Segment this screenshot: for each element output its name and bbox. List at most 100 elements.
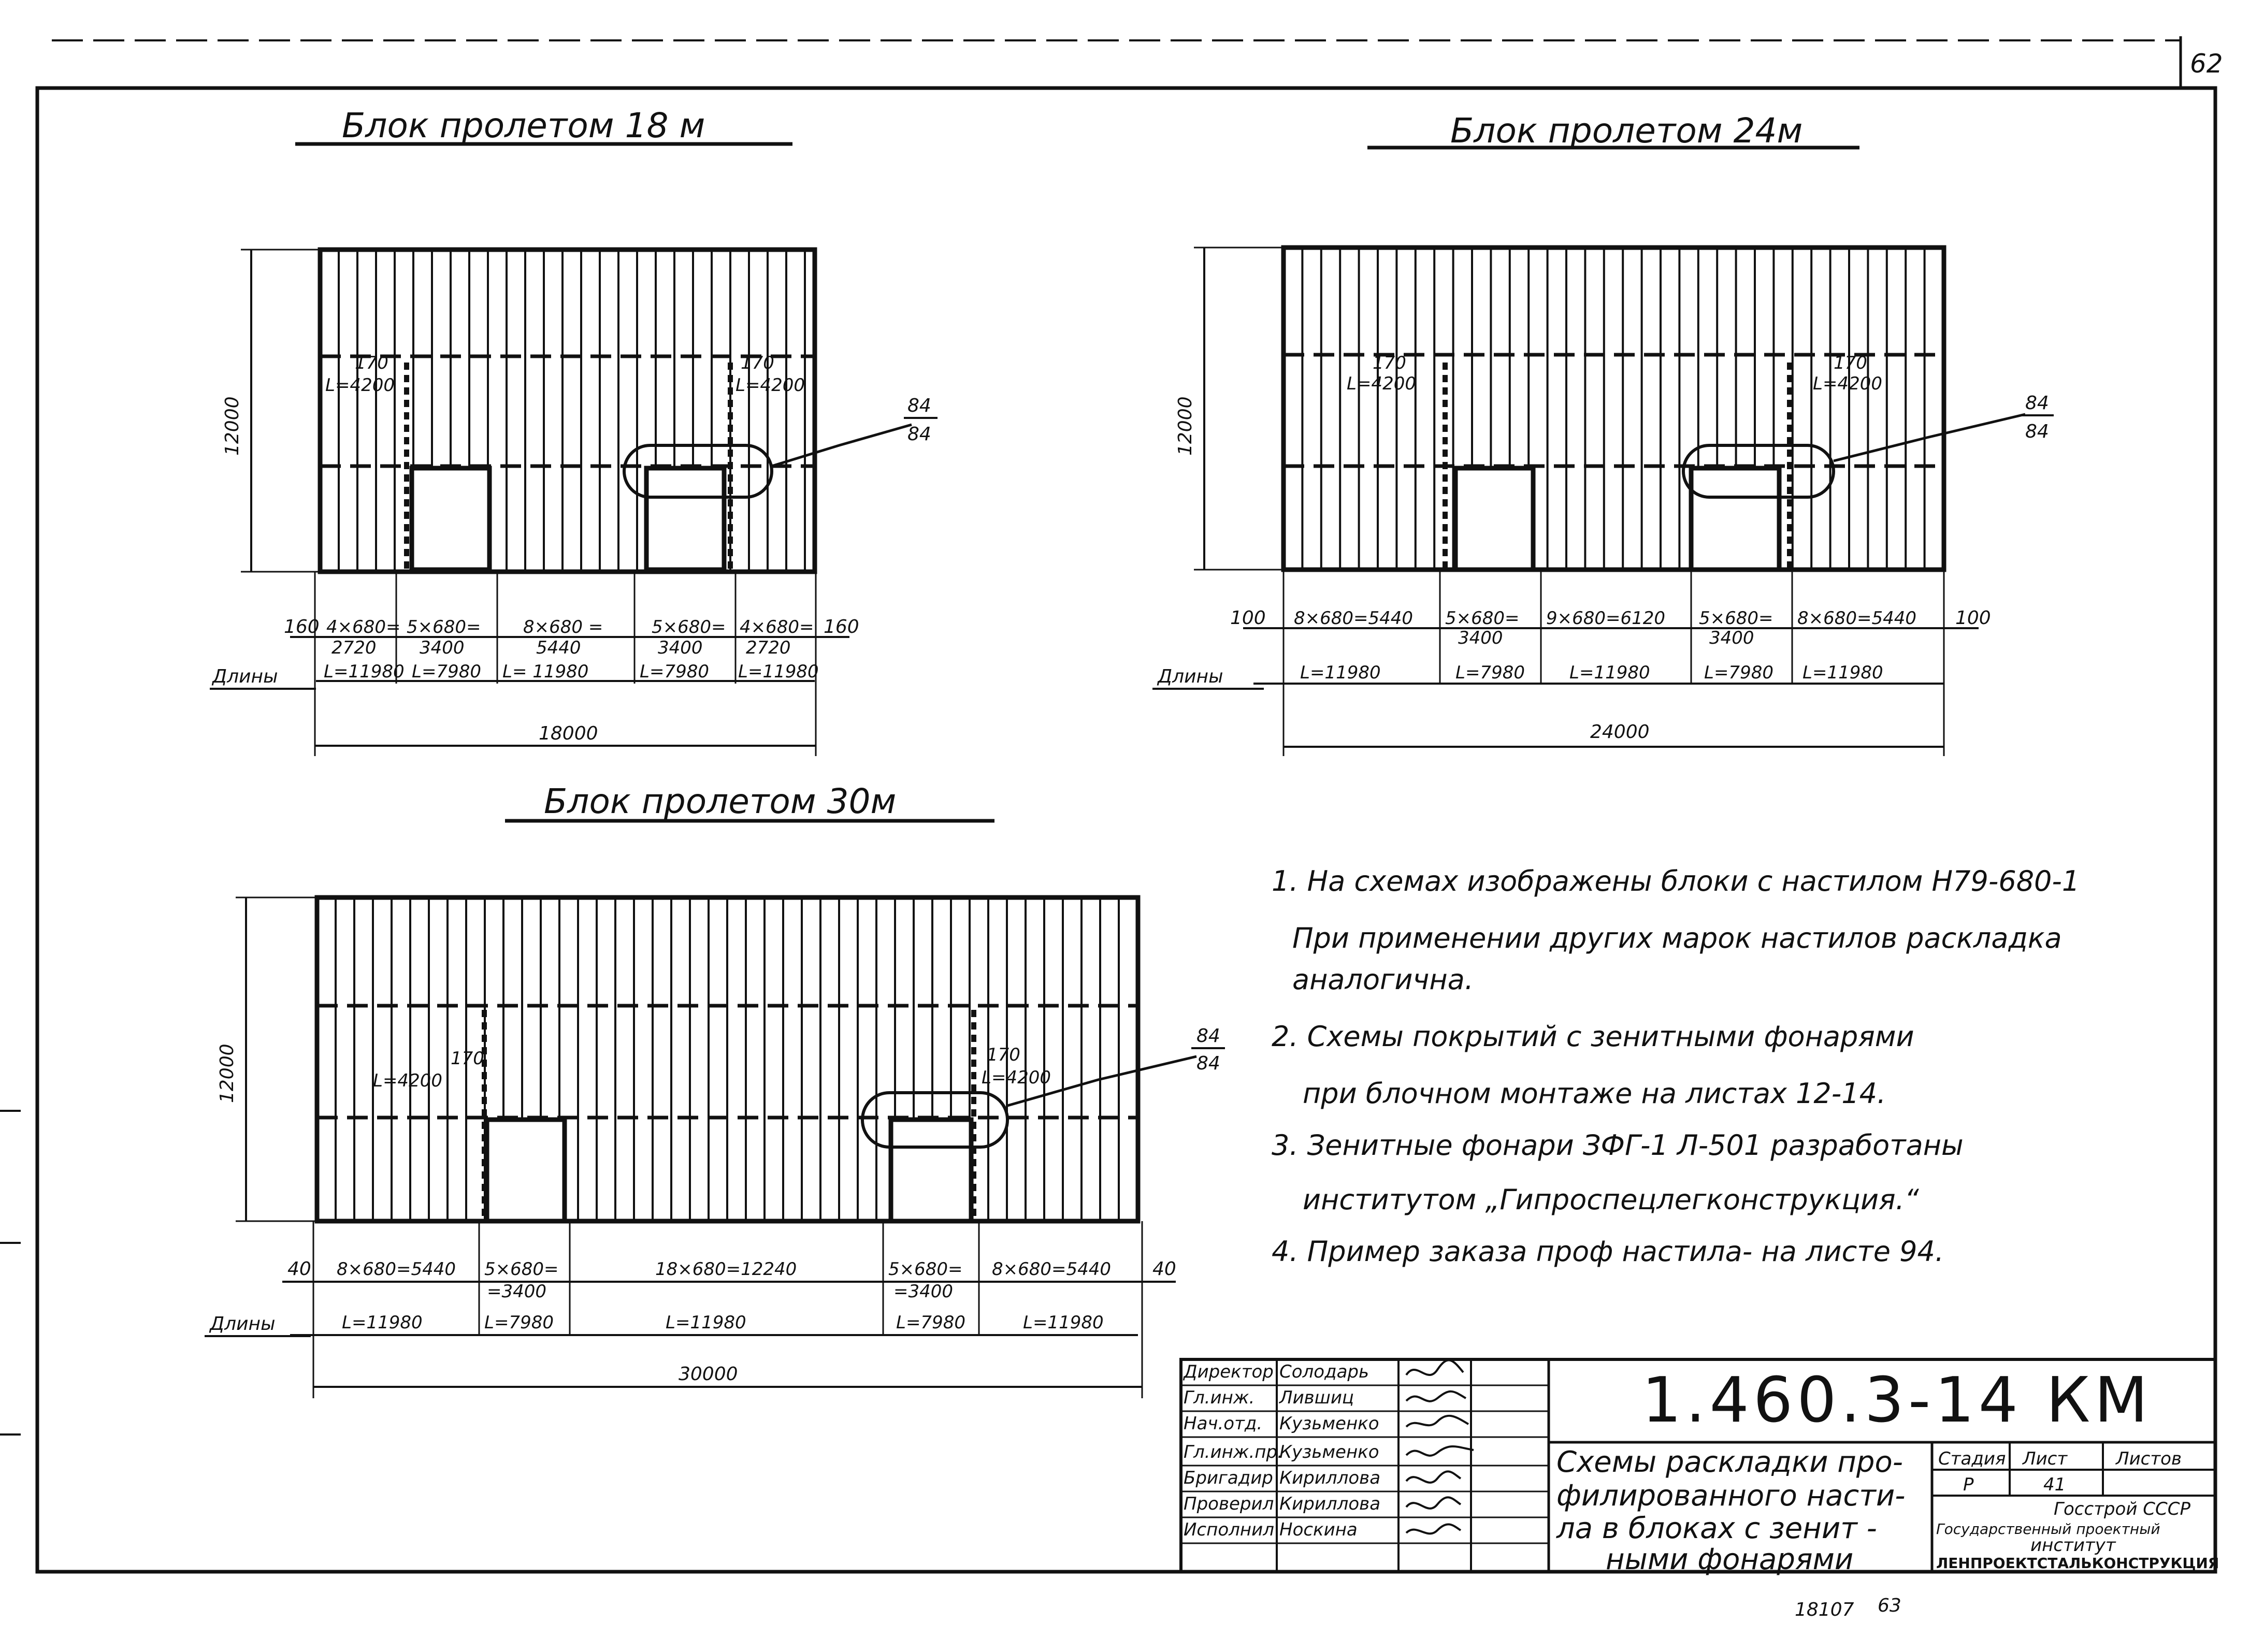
block-30m-total: 30000 [679,1364,738,1385]
block-24m-seg-2-top: 5×680= [1445,608,1520,629]
block-24m-title: Блок пролетом 24м [1450,111,1802,151]
block-24m-length-1: L=11980 [1300,662,1381,683]
block-18m-height: 12000 [222,396,243,456]
block-18m-title: Блок пролетом 18 м [342,106,705,146]
block-24m-outline [1281,245,1946,572]
block-30m-callout-ellipse [861,1091,1009,1149]
block-18m-total: 18000 [539,723,598,744]
block-18m-lengths-label: Длины [211,666,278,687]
block-30m-seg-4-bottom: =3400 [893,1281,953,1302]
block-18m-seg-2-bottom: 3400 [420,637,465,658]
description-line-2: филированного насти- [1556,1479,1906,1513]
block-18m-opening-left-label: 170 [355,353,388,373]
block-30m-seg-3-top: 18×680=12240 [655,1259,797,1280]
block-18m-seg-2-top: 5×680= [407,617,481,637]
block-18m-length-4: L=7980 [640,661,709,682]
block-18m-opening-left-sub: L=4200 [325,375,395,396]
block-24m-total: 24000 [1590,721,1650,743]
block-18m-length-3: L= 11980 [502,661,588,682]
signature-6 [1405,1496,1462,1510]
block-30m-length-1: L=11980 [342,1312,423,1333]
signature-5 [1405,1470,1462,1484]
block-18m-skylight-left [409,466,492,572]
block-18m-seg-1-bottom: 2720 [331,637,377,658]
block-18m-length-1: L=11980 [324,661,405,682]
block-24m-seg-2-bottom: 3400 [1458,628,1503,648]
signature-1 [1405,1359,1464,1376]
block-30m-skylight-left [484,1117,567,1224]
block-24m-callout-ellipse [1682,444,1835,499]
signature-3 [1405,1414,1469,1428]
note-line-4: 2. Схемы покрытий с зенитными фонарями [1272,1020,1914,1053]
org-line-4: ЛЕНПРОЕКТСТАЛЬКОНСТРУКЦИЯ [1936,1555,2219,1572]
name-3: Кузьменко [1279,1413,1379,1434]
signature-4 [1405,1445,1474,1457]
note-line-6: 3. Зенитные фонари ЗФГ-1 Л-501 разработа… [1272,1129,1964,1162]
block-18m-skylight-right [644,466,727,572]
name-4: Кузьменко [1279,1442,1379,1462]
name-6: Кириллова [1279,1494,1380,1514]
block-18m-length-2: L=7980 [412,661,481,682]
block-18m-outline [318,247,817,574]
role-6: Проверил [1184,1494,1274,1514]
description-line-1: Схемы раскладки про- [1556,1445,1903,1479]
block-24m-panels [1301,248,1926,570]
block-30m-callout-top: 84 [1196,1025,1220,1047]
block-30m-panels [335,897,1120,1221]
block-30m-lengths-label: Длины [209,1313,276,1335]
block-24m-opening-right-sub: L=4200 [1813,373,1882,394]
block-18m-seg-3-top: 8×680 = [523,617,603,637]
sheets-header: Листов [2115,1448,2182,1469]
block-18m-opening-right-sub: L=4200 [736,375,805,396]
block-30m-length-4: L=7980 [896,1312,965,1333]
block-30m-seg-1-top: 8×680=5440 [337,1259,456,1280]
sheet-value: 41 [2043,1474,2066,1495]
signature-7 [1405,1523,1462,1535]
block-18m: Блок пролетом 18 м 84 84 170 L=4200 170 … [210,106,938,756]
block-30m-length-2: L=7980 [484,1312,554,1333]
role-1: Директор [1183,1361,1274,1382]
block-30m-callout-bottom: 84 [1196,1053,1220,1074]
block-30m-seg-2-bottom: =3400 [487,1281,546,1302]
block-18m-opening-right-label: 170 [741,353,774,373]
block-24m-opening-right-label: 170 [1834,353,1867,373]
name-1: Солодарь [1279,1361,1369,1382]
sheet-number: 62 [2190,49,2223,79]
block-24m-edge-left: 100 [1230,607,1266,629]
note-line-7: институтом „Гипроспецлегконструкция.“ [1303,1183,1920,1216]
block-30m-length-3: L=11980 [666,1312,746,1333]
block-24m-seg-4-bottom: 3400 [1709,628,1754,648]
block-24m-height: 12000 [1175,396,1196,456]
role-4: Гл.инж.пр. [1184,1442,1283,1462]
role-5: Бригадир [1184,1468,1273,1488]
block-24m-seg-3-top: 9×680=6120 [1546,608,1665,629]
block-18m-panels [338,250,806,572]
block-24m-length-4: L=7980 [1704,662,1773,683]
block-18m-callout-bottom: 84 [907,424,931,445]
block-24m: Блок пролетом 24м 84 84 170 L=4200 170 L… [1152,111,2054,756]
block-24m-edge-right: 100 [1955,607,1991,629]
block-24m-callout-top: 84 [2025,393,2049,414]
org-line-3: институт [2030,1535,2116,1556]
block-30m-skylight-right [888,1117,974,1224]
title-block: Директор Гл.инж. Нач.отд. Гл.инж.пр. Бри… [1179,1358,2219,1576]
block-30m-seg-4-top: 5×680= [888,1259,963,1280]
block-18m-callout-leader [771,423,912,468]
block-24m-callout-leader [1833,413,2026,462]
role-7: Исполнил [1184,1519,1274,1540]
footer-page: 63 [1878,1595,1901,1616]
block-30m-opening-right-sub: L=4200 [982,1067,1051,1088]
block-24m-seg-4-top: 5×680= [1699,608,1773,629]
note-line-8: 4. Пример заказа проф настила- на листе … [1272,1235,1944,1268]
signature-2 [1405,1390,1467,1402]
block-24m-seg-1-top: 8×680=5440 [1294,608,1413,629]
block-24m-length-5: L=11980 [1802,662,1883,683]
org-line-2: Государственный проектный [1936,1520,2160,1538]
block-18m-edge-right: 160 [824,616,859,637]
description-line-4: ными фонарями [1606,1543,1853,1576]
block-18m-length-5: L=11980 [738,661,819,682]
block-18m-seg-4-top: 5×680= [652,617,726,637]
block-30m-title: Блок пролетом 30м [544,781,896,821]
block-18m-edge-left: 160 [284,616,320,637]
